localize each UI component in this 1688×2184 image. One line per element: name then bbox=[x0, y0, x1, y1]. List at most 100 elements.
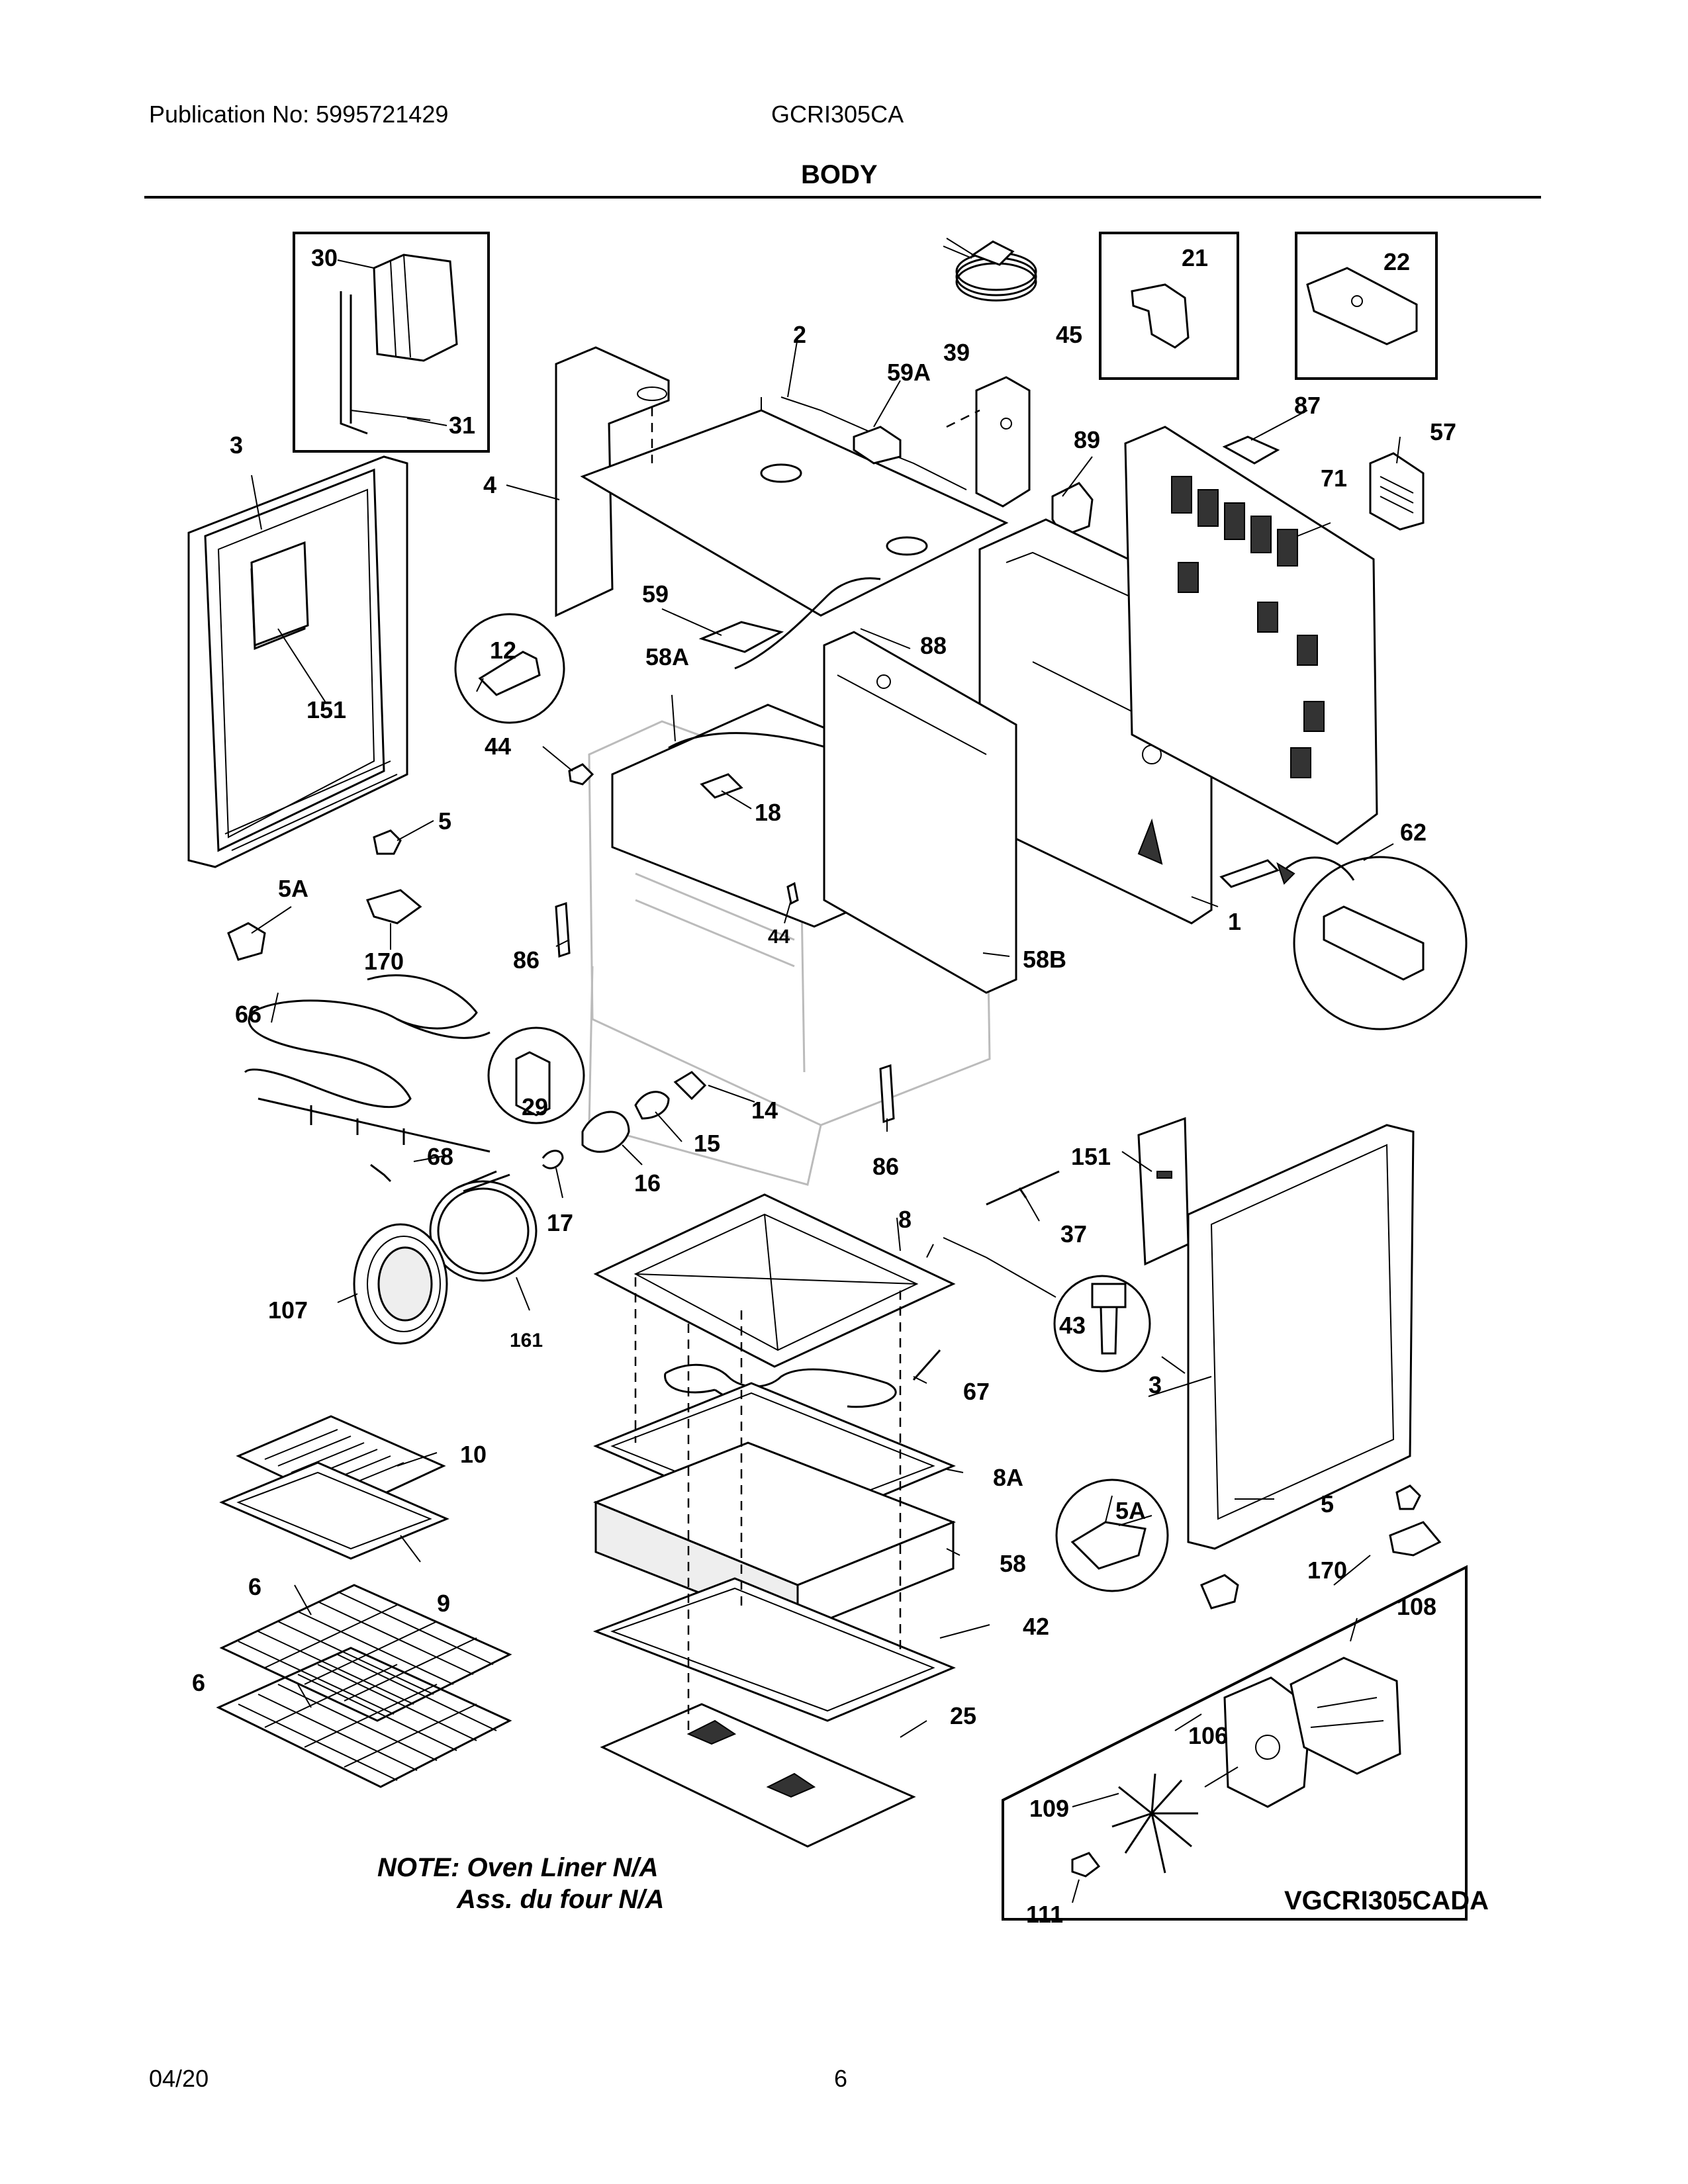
callout-66: 66 bbox=[235, 1001, 261, 1028]
model-number: GCRI305CA bbox=[771, 101, 904, 128]
probe-37 bbox=[986, 1170, 1060, 1206]
side-panel-right-3 bbox=[1187, 1124, 1415, 1550]
callout-5: 5 bbox=[1321, 1490, 1334, 1518]
callout-16: 16 bbox=[634, 1169, 661, 1197]
bracket-151-right bbox=[1137, 1116, 1190, 1266]
detail-circle-12 bbox=[454, 613, 565, 724]
bracket-170-left bbox=[365, 889, 422, 925]
callout-151: 151 bbox=[1071, 1143, 1111, 1170]
bracket-86-left bbox=[555, 901, 571, 958]
inset-box-convection-fan bbox=[1002, 1565, 1468, 1921]
callout-5A: 5A bbox=[278, 875, 308, 902]
detail-circle-62 bbox=[1276, 856, 1468, 1030]
callout-21: 21 bbox=[1182, 244, 1208, 271]
callout-86: 86 bbox=[513, 946, 539, 974]
callout-29: 29 bbox=[522, 1093, 548, 1120]
broiler-grid-10 bbox=[236, 1415, 446, 1510]
fan-cover-107 bbox=[353, 1223, 448, 1345]
callout-88: 88 bbox=[920, 632, 947, 659]
section-title: BODY bbox=[801, 160, 878, 189]
note-line-2: Ass. du four N/A bbox=[456, 1885, 664, 1914]
variant-model-label: VGCRI305CADA bbox=[1284, 1886, 1489, 1915]
publication-number: Publication No: 5995721429 bbox=[149, 101, 449, 128]
bracket-59 bbox=[698, 621, 784, 653]
callout-12: 12 bbox=[490, 637, 516, 664]
oven-rack-6-bottom bbox=[216, 1647, 512, 1788]
inset-box-30-31 bbox=[293, 232, 490, 453]
callout-3: 3 bbox=[1149, 1371, 1162, 1398]
callout-25: 25 bbox=[950, 1702, 976, 1729]
top-panel-2 bbox=[580, 396, 1009, 617]
side-panel-4 bbox=[555, 346, 670, 617]
lamp-cover-16 bbox=[581, 1111, 630, 1153]
callout-59A: 59A bbox=[887, 359, 931, 386]
callout-5A: 5A bbox=[1115, 1497, 1146, 1524]
callout-68: 68 bbox=[427, 1143, 453, 1170]
callout-59: 59 bbox=[642, 580, 669, 608]
callout-10: 10 bbox=[460, 1441, 487, 1468]
callout-3: 3 bbox=[230, 432, 243, 459]
leveling-leg-5A-left bbox=[227, 922, 266, 961]
callout-22: 22 bbox=[1383, 248, 1410, 275]
broiler-pan-9 bbox=[219, 1461, 449, 1560]
lamp-bulb-15 bbox=[634, 1091, 670, 1120]
screw-5-left bbox=[373, 829, 402, 855]
callout-89: 89 bbox=[1074, 426, 1100, 453]
detail-circle-5A bbox=[1055, 1479, 1169, 1592]
callout-9: 9 bbox=[437, 1590, 450, 1617]
header-rule bbox=[144, 196, 1541, 199]
callout-109: 109 bbox=[1029, 1795, 1069, 1822]
dashed-guides-bottom bbox=[634, 1277, 902, 1734]
support-wire-68 bbox=[258, 1097, 491, 1183]
callout-45: 45 bbox=[1056, 321, 1082, 348]
wire-88 bbox=[734, 577, 881, 670]
callout-170: 170 bbox=[364, 948, 404, 975]
callout-67: 67 bbox=[963, 1378, 990, 1405]
terminal-block-62-small bbox=[1219, 859, 1280, 888]
vent-bracket-45 bbox=[946, 376, 1031, 508]
convection-element-161 bbox=[429, 1170, 538, 1282]
callout-2: 2 bbox=[793, 321, 806, 348]
plate-87 bbox=[1222, 435, 1280, 465]
callout-151: 151 bbox=[306, 696, 346, 723]
callout-44: 44 bbox=[768, 926, 790, 948]
callout-4: 4 bbox=[483, 471, 496, 498]
detail-circle-43 bbox=[1053, 1275, 1151, 1373]
clip-17 bbox=[541, 1150, 564, 1169]
callout-87: 87 bbox=[1294, 392, 1321, 419]
callout-71: 71 bbox=[1321, 465, 1347, 492]
panel-57 bbox=[1369, 452, 1425, 531]
bracket-86-right bbox=[879, 1064, 895, 1124]
callout-58A: 58A bbox=[645, 643, 689, 670]
callout-62: 62 bbox=[1400, 819, 1427, 846]
page-number: 6 bbox=[834, 2065, 848, 2092]
callout-17: 17 bbox=[547, 1209, 573, 1236]
callout-107: 107 bbox=[268, 1297, 308, 1324]
callout-31: 31 bbox=[449, 412, 475, 439]
callout-8A: 8A bbox=[993, 1464, 1023, 1491]
broil-element-66 bbox=[244, 974, 491, 1109]
callout-18: 18 bbox=[755, 799, 781, 826]
inset-box-21 bbox=[1099, 232, 1239, 380]
callout-106: 106 bbox=[1188, 1722, 1228, 1749]
bracket-59A bbox=[853, 426, 902, 465]
bracket-151-left bbox=[250, 541, 309, 647]
callout-58B: 58B bbox=[1023, 946, 1066, 973]
side-panel-left-3 bbox=[187, 455, 408, 868]
screw-44-lower bbox=[786, 882, 799, 905]
callout-30: 30 bbox=[311, 244, 338, 271]
inset-box-22 bbox=[1295, 232, 1438, 380]
leader-lines bbox=[251, 259, 1401, 1903]
callout-161: 161 bbox=[510, 1330, 543, 1351]
callout-39: 39 bbox=[943, 339, 970, 366]
note-line-1: NOTE: Oven Liner N/A bbox=[377, 1853, 659, 1882]
callout-43: 43 bbox=[1059, 1312, 1086, 1339]
callout-108: 108 bbox=[1397, 1593, 1436, 1620]
callout-58: 58 bbox=[1000, 1550, 1026, 1577]
leveling-leg-5A-right bbox=[1200, 1574, 1239, 1610]
callout-6: 6 bbox=[248, 1573, 261, 1600]
footer-date: 04/20 bbox=[149, 2065, 209, 2092]
screw-5-right bbox=[1395, 1484, 1421, 1510]
oven-rack-6-top bbox=[219, 1584, 512, 1722]
